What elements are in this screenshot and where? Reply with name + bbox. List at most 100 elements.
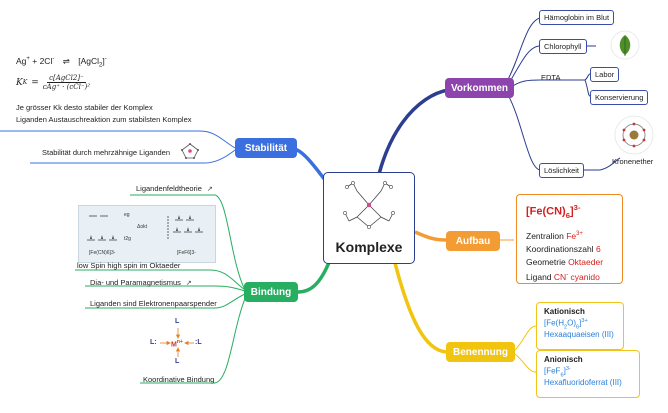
reaction-left-charge: + <box>26 56 30 63</box>
leaf-elektronenpaarspender: Liganden sind Elektronenpaarspender <box>90 299 217 308</box>
lewis-ligand-left: L: <box>150 339 157 346</box>
reaction-plus-charge: - <box>52 56 55 63</box>
node-stabilitaet[interactable]: Stabilität <box>235 138 297 158</box>
formula-line-2: Liganden Austauschreaktion zum stabilste… <box>16 115 192 124</box>
leaf-labor: Labor <box>590 67 620 82</box>
leaf-ligandenfeldtheorie[interactable]: Ligandenfeldtheorie↗ <box>136 184 213 193</box>
ligand-charge: - <box>566 271 569 278</box>
kk-equals: = <box>31 77 39 88</box>
connector-bindung-elektronenpaar <box>85 293 246 309</box>
formula-line-1: Je grösser Kk desto stabiler der Komplex <box>16 103 153 112</box>
zentralion-value: Fe <box>566 230 577 241</box>
kz-value: 6 <box>595 243 601 254</box>
kationisch-formula-part3: ] <box>579 318 582 328</box>
chelate-ligand-icon <box>181 143 199 159</box>
connector-bindung-spin <box>75 269 246 291</box>
connector-aufbau <box>414 230 447 242</box>
reaction-right-charge: - <box>104 56 107 63</box>
anionisch-box: Anionisch [FeF6]3- Hexafluoridoferrat (I… <box>536 350 640 398</box>
lewis-ligand-top: L <box>175 318 180 325</box>
lewis-arrows-icon <box>160 328 194 357</box>
aufbau-geometrie: Geometrie Oktaeder <box>526 256 613 269</box>
kk-fraction: c[AgCl2]⁻ cAg⁺ · (cCl⁻)² <box>43 74 90 91</box>
lewis-metal-symbol: M <box>171 341 177 349</box>
aufbau-zentralion: Zentralion Fe3+ <box>526 228 613 243</box>
node-vorkommen[interactable]: Vorkommen <box>445 78 514 98</box>
kationisch-formula-part1: [Fe(H <box>544 318 564 328</box>
reaction-right-end: ] <box>102 56 105 66</box>
complex-molecule-icon <box>343 181 395 229</box>
aufbau-ligand: Ligand CN- cyanido <box>526 269 613 284</box>
diagram-right-label: [FeF6]3- <box>177 250 196 256</box>
equilibrium-arrow: ⇌ <box>62 56 70 66</box>
diagram-delta-label: Δokt <box>137 224 148 230</box>
connector-edta-konservierung <box>584 79 591 97</box>
ligand-label: Ligand <box>526 271 552 282</box>
center-node[interactable]: Komplexe <box>323 172 415 264</box>
kz-label: Koordinationszahl <box>526 243 594 254</box>
kationisch-formula-part2: O) <box>567 318 577 328</box>
leaf-mehrzaehnige-liganden: Stabilität durch mehrzähnige Liganden <box>42 148 171 157</box>
connector-bindung-koordinativ <box>140 295 247 384</box>
leaf-konservierung: Konservierung <box>590 90 649 105</box>
leaf-edta: EDTA <box>541 73 561 82</box>
geometrie-label: Geometrie <box>526 256 566 267</box>
diagram-t2g-label: t2g <box>124 236 131 242</box>
kk-denominator: cAg⁺ · (cCl⁻)² <box>42 83 91 91</box>
external-link-icon: ↗ <box>185 280 192 287</box>
connector-bindung <box>297 259 332 294</box>
connector-bindung-magnetismus <box>85 285 246 292</box>
connector-edta-labor <box>584 73 591 81</box>
anionisch-name: Hexafluoridoferrat (III) <box>544 378 622 388</box>
aufbau-formula: [Fe(CN)6]3- <box>526 201 613 222</box>
lewis-ligand-bottom: L <box>175 358 180 365</box>
kationisch-formula-sub1: 2 <box>564 324 568 331</box>
reaction-right: [AgCl <box>78 56 99 66</box>
diagram-eg-label: eg <box>124 212 130 218</box>
kationisch-formula-sub2: 6 <box>576 324 580 331</box>
reaction-equation: Ag+ + 2Cl- ⇌ [AgCl2]- <box>16 56 107 69</box>
lewis-metal-charge: n+ <box>176 339 183 345</box>
aufbau-koordinationszahl: Koordinationszahl 6 <box>526 243 613 256</box>
leaf-loeslichkeit: Löslichkeit <box>539 163 585 178</box>
lewis-metal: Mn+ <box>171 339 183 348</box>
leaf-icon <box>610 30 640 60</box>
anionisch-formula-sub: 6 <box>560 372 564 379</box>
lewis-diagram: L L: Mn+ :L L <box>150 318 206 368</box>
node-benennung-label: Benennung <box>453 346 508 358</box>
leaf-chlorophyll: Chlorophyll <box>539 39 587 54</box>
aufbau-formula-end: ] <box>570 205 574 218</box>
aufbau-formula-sup: 3- <box>573 203 581 212</box>
connector-bindung-ligandenfeld <box>130 194 246 291</box>
node-benennung[interactable]: Benennung <box>446 342 515 362</box>
diagram-left-label: [Fe(CN)6]3- <box>89 250 116 256</box>
node-bindung[interactable]: Bindung <box>244 282 298 302</box>
reaction-left: Ag <box>16 56 27 66</box>
node-stabilitaet-label: Stabilität <box>244 142 288 154</box>
anionisch-title: Anionisch <box>544 355 583 364</box>
anionisch-formula-charge: 3- <box>565 366 571 372</box>
ligand-field-diagram: t2g eg Δokt [Fe(CN)6]3- [FeF6]3- <box>78 205 216 263</box>
connector-vorkommen-loeslichkeit <box>507 94 600 171</box>
ligand-value: CN <box>553 271 567 282</box>
kationisch-box: Kationisch [Fe(H2O)6]3+ Hexaaquaeisen (I… <box>536 302 624 350</box>
kationisch-name: Hexaaquaeisen (III) <box>544 330 614 340</box>
connector-loeslichkeit-kronenether <box>599 157 621 171</box>
aufbau-formula-sub: 6 <box>565 210 570 220</box>
connector-benennung-anionisch <box>514 353 537 373</box>
geometrie-value: Oktaeder <box>568 256 604 267</box>
connector-benennung <box>393 262 447 354</box>
node-aufbau[interactable]: Aufbau <box>446 231 500 251</box>
aufbau-formula-main: [Fe(CN) <box>526 205 566 218</box>
kk-symbol: K <box>16 77 23 88</box>
reaction-right-sub: 2 <box>99 62 103 69</box>
lewis-ligand-right: :L <box>195 339 202 346</box>
leaf-magnetismus[interactable]: Dia- und Paramagnetismus↗ <box>90 278 192 287</box>
leaf-haemoglobin: Hämoglobin im Blut <box>539 10 615 25</box>
crown-ether-icon <box>614 115 654 155</box>
splitting-diagram-icon <box>87 215 203 241</box>
aufbau-box: [Fe(CN)6]3- Zentralion Fe3+ Koordination… <box>516 194 623 284</box>
kk-numerator: c[AgCl2]⁻ <box>47 74 86 83</box>
